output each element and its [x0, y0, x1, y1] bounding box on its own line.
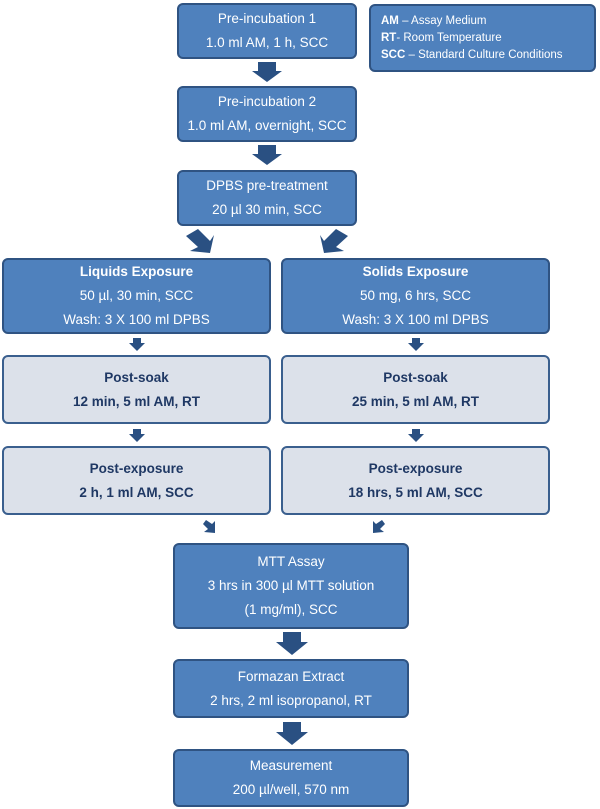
- arrow-postsoak-to-postexp-right: [408, 429, 424, 442]
- liquids-exposure-detail: 50 µl, 30 min, SCC: [79, 288, 194, 303]
- arrow-pre1-to-pre2: [252, 62, 282, 82]
- arrow-pre2-to-dpbs: [252, 145, 282, 165]
- dpbs-title: DPBS pre-treatment: [206, 178, 328, 193]
- measurement-detail: 200 µl/well, 570 nm: [232, 782, 350, 797]
- arrow-dpbs-to-liquids: [186, 229, 214, 253]
- solids-exposure-box: Solids Exposure 50 mg, 6 hrs, SCC Wash: …: [281, 258, 550, 334]
- liquids-exposure-box: Liquids Exposure 50 µl, 30 min, SCC Wash…: [2, 258, 271, 334]
- arrow-dpbs-to-solids: [320, 229, 348, 253]
- post-exposure-left-title: Post-exposure: [89, 460, 184, 476]
- formazan-extract-box: Formazan Extract 2 hrs, 2 ml isopropanol…: [173, 659, 409, 718]
- post-soak-right-box: Post-soak 25 min, 5 ml AM, RT: [281, 355, 550, 424]
- mtt-assay-line2: 3 hrs in 300 µl MTT solution: [207, 578, 375, 593]
- mtt-assay-title: MTT Assay: [257, 554, 325, 569]
- pre-incubation-1-title: Pre-incubation 1: [217, 11, 317, 26]
- post-exposure-left-box: Post-exposure 2 h, 1 ml AM, SCC: [2, 446, 271, 515]
- post-exposure-right-detail: 18 hrs, 5 ml AM, SCC: [348, 484, 483, 500]
- arrow-postexp-left-to-mtt: [203, 520, 215, 533]
- measurement-title: Measurement: [249, 758, 333, 773]
- post-exposure-left-detail: 2 h, 1 ml AM, SCC: [79, 484, 194, 500]
- pre-incubation-2-title: Pre-incubation 2: [217, 94, 317, 109]
- mtt-assay-line3: (1 mg/ml), SCC: [244, 602, 338, 617]
- arrow-liquids-to-postsoak: [129, 338, 145, 351]
- abbreviation-legend: AM – Assay Medium RT- Room Temperature S…: [369, 4, 596, 72]
- arrow-formazan-to-measurement: [276, 722, 308, 745]
- pre-incubation-2-box: Pre-incubation 2 1.0 ml AM, overnight, S…: [177, 86, 357, 142]
- post-exposure-right-title: Post-exposure: [368, 460, 463, 476]
- legend-item-rt: RT- Room Temperature: [381, 32, 502, 44]
- post-soak-right-detail: 25 min, 5 ml AM, RT: [351, 393, 480, 409]
- post-soak-left-detail: 12 min, 5 ml AM, RT: [72, 393, 201, 409]
- solids-exposure-wash: Wash: 3 X 100 ml DPBS: [342, 312, 489, 327]
- post-soak-right-title: Post-soak: [383, 369, 448, 385]
- arrow-mtt-to-formazan: [276, 632, 308, 655]
- legend-item-scc: SCC – Standard Culture Conditions: [381, 49, 563, 61]
- post-soak-left-title: Post-soak: [104, 369, 169, 385]
- solids-exposure-title: Solids Exposure: [362, 264, 469, 279]
- legend-item-am: AM – Assay Medium: [381, 15, 487, 27]
- formazan-extract-title: Formazan Extract: [237, 668, 345, 684]
- formazan-extract-detail: 2 hrs, 2 ml isopropanol, RT: [210, 692, 372, 708]
- liquids-exposure-wash: Wash: 3 X 100 ml DPBS: [63, 312, 210, 327]
- mtt-assay-box: MTT Assay 3 hrs in 300 µl MTT solution (…: [173, 543, 409, 629]
- solids-exposure-detail: 50 mg, 6 hrs, SCC: [359, 288, 472, 303]
- pre-incubation-1-box: Pre-incubation 1 1.0 ml AM, 1 h, SCC: [177, 3, 357, 59]
- liquids-exposure-title: Liquids Exposure: [79, 264, 194, 279]
- pre-incubation-2-detail: 1.0 ml AM, overnight, SCC: [187, 118, 347, 133]
- pre-incubation-1-detail: 1.0 ml AM, 1 h, SCC: [205, 35, 329, 50]
- measurement-box: Measurement 200 µl/well, 570 nm: [173, 749, 409, 807]
- post-exposure-right-box: Post-exposure 18 hrs, 5 ml AM, SCC: [281, 446, 550, 515]
- post-soak-left-box: Post-soak 12 min, 5 ml AM, RT: [2, 355, 271, 424]
- dpbs-detail: 20 µl 30 min, SCC: [212, 202, 322, 217]
- arrow-postexp-right-to-mtt: [373, 520, 385, 533]
- arrow-solids-to-postsoak: [408, 338, 424, 351]
- arrow-postsoak-to-postexp-left: [129, 429, 145, 442]
- dpbs-pre-treatment-box: DPBS pre-treatment 20 µl 30 min, SCC: [177, 170, 357, 226]
